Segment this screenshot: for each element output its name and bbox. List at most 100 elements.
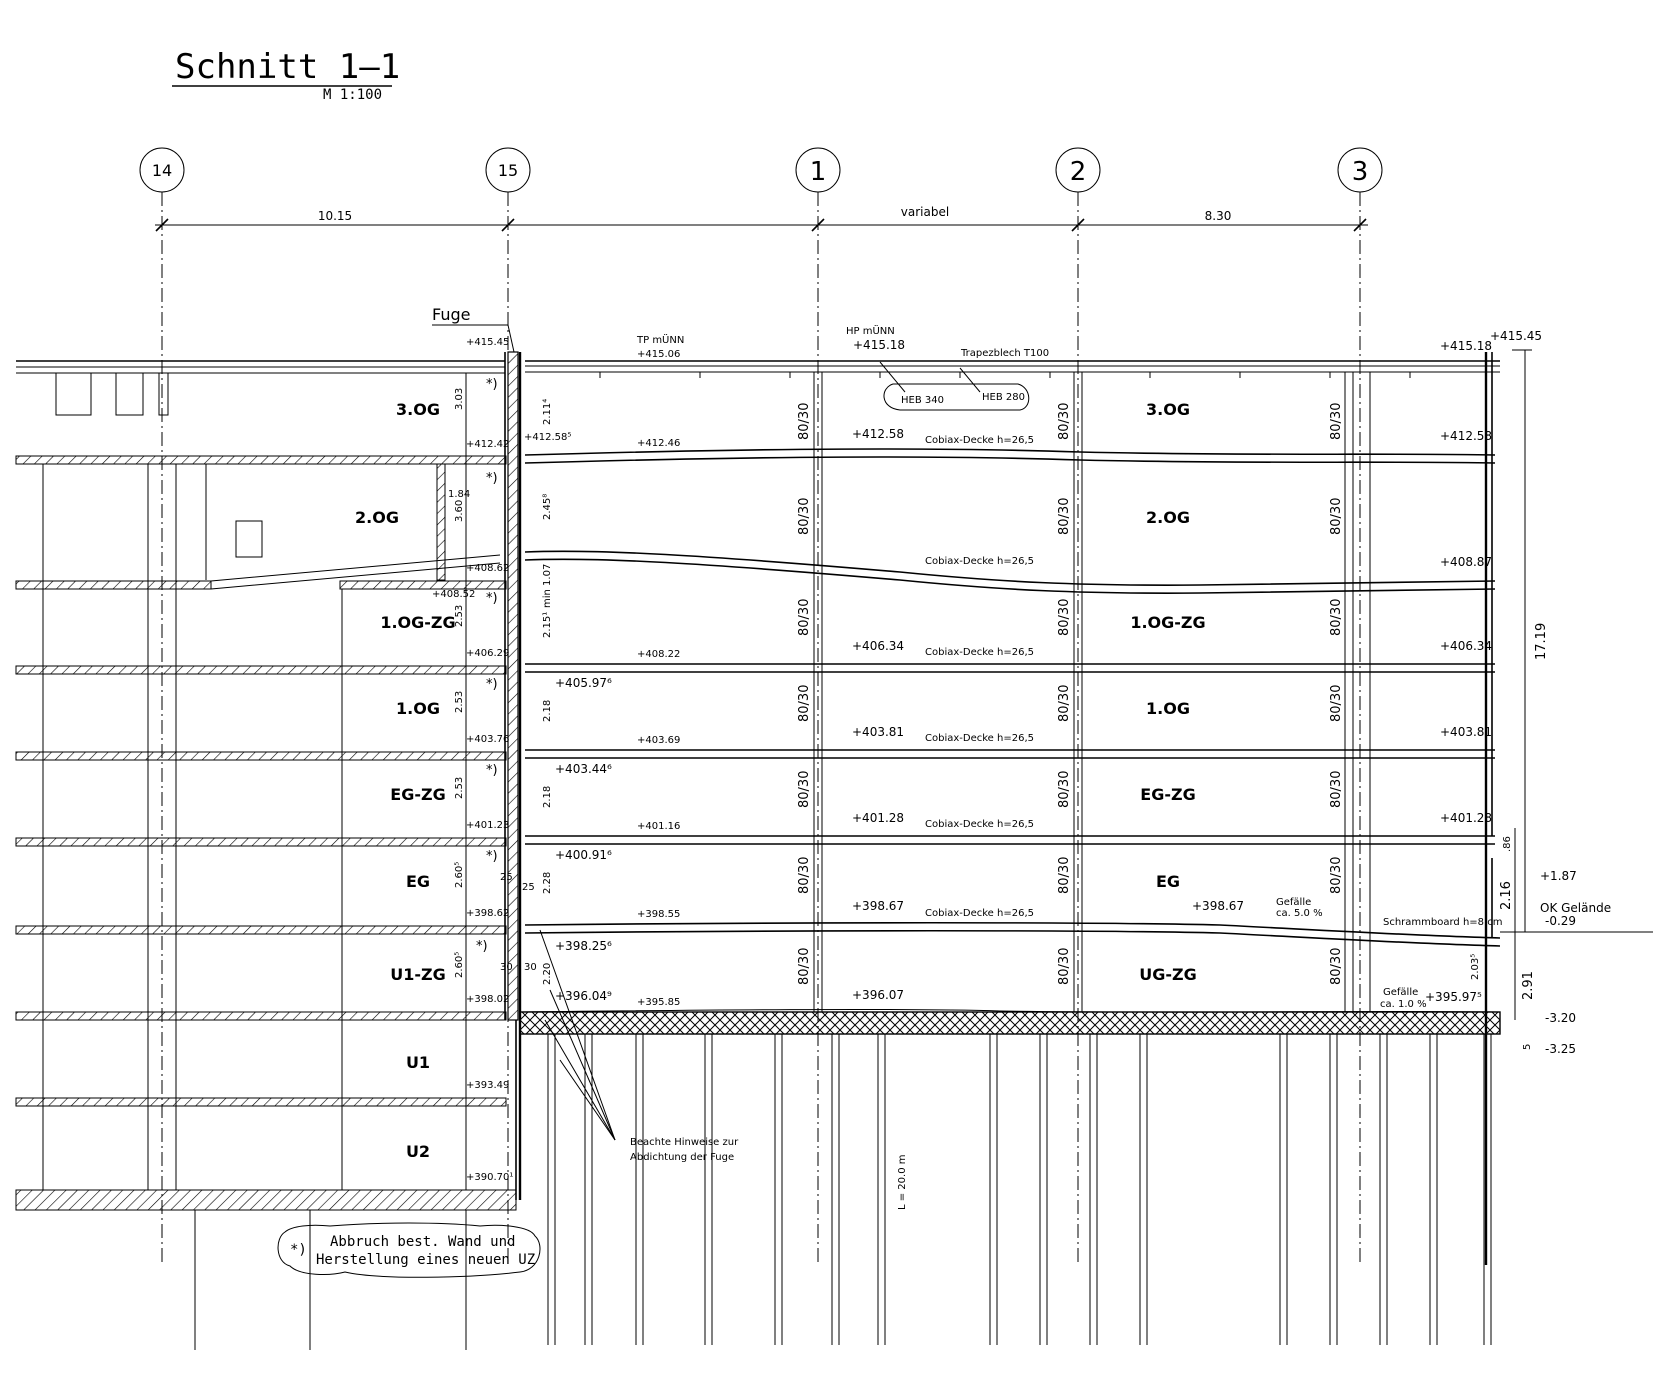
dim-15-1: variabel: [901, 205, 949, 219]
col-label: 80/30: [1057, 948, 1072, 985]
levels-stair: +405.97⁶ +403.44⁶ +400.91⁶ +398.25⁶ +396…: [524, 432, 612, 1003]
slab-label: Cobiax-Decke h=26,5: [925, 908, 1034, 919]
height-old: 2.53: [454, 691, 465, 713]
slab-labels: Cobiax-Decke h=26,5 Cobiax-Decke h=26,5 …: [925, 435, 1034, 919]
fuge-label: Fuge: [432, 305, 470, 324]
level-right: +412.58: [1440, 429, 1492, 443]
level-old: +408.62: [466, 563, 509, 574]
level-325: -3.25: [1545, 1042, 1576, 1056]
level-mid: +401.28: [852, 811, 904, 825]
drawing-title: Schnitt 1–1: [175, 47, 400, 87]
heights-new: 2.11⁴ 2.45⁸ 2.15¹ 2.18 2.18 2.28 2.20 mi…: [448, 399, 553, 985]
level-right: +415.18: [1440, 339, 1492, 353]
level-small: +398.55: [637, 909, 680, 920]
level-mid: +412.58: [852, 427, 904, 441]
level-mid: +403.81: [852, 725, 904, 739]
roof-annotations: TP mÜNN +415.06 HP mÜNN +415.18 Trapezbl…: [636, 324, 1049, 411]
level-old: +398.62: [466, 908, 509, 919]
axis-label-1: 1: [810, 157, 827, 187]
star-marker: *): [476, 939, 488, 954]
footnote: *) Abbruch best. Wand und Herstellung ei…: [277, 1222, 541, 1278]
slab-label: Cobiax-Decke h=26,5: [925, 647, 1034, 658]
slab-label: Cobiax-Decke h=26,5: [925, 435, 1034, 446]
floor-labels-old: 3.OG 2.OG 1.OG-ZG 1.OG EG-ZG EG U1-ZG U1…: [355, 400, 456, 1161]
level-187: +1.87: [1540, 869, 1577, 883]
height-new: 2.28: [542, 872, 553, 894]
axis-label-3: 3: [1352, 157, 1369, 187]
fuge-note-line2: Abdichtung der Fuge: [630, 1152, 734, 1163]
heb340-label: HEB 340: [901, 395, 944, 406]
dim-small: 25: [522, 882, 535, 893]
floor-old-2og: 2.OG: [355, 508, 399, 527]
col-label: 80/30: [1057, 857, 1072, 894]
floor-labels-new: 3.OG 2.OG 1.OG-ZG 1.OG EG-ZG EG UG-ZG: [1130, 400, 1205, 984]
level-stair: +405.97⁶: [555, 676, 612, 690]
height-old: 2.53: [454, 777, 465, 799]
dim-small: 1.84: [448, 489, 470, 500]
height-216: 2.16: [1499, 881, 1514, 910]
height-5: 5: [1522, 1044, 1533, 1050]
col-label: 80/30: [797, 685, 812, 722]
level-mid: +396.07: [852, 988, 904, 1002]
level-old: +390.70¹: [466, 1172, 513, 1183]
height-new: 2.18: [542, 700, 553, 722]
level-small: +395.85: [637, 997, 680, 1008]
col-label: 80/30: [797, 498, 812, 535]
level-small: +403.69: [637, 735, 680, 746]
col-label: 80/30: [1057, 685, 1072, 722]
col-label: 80/30: [797, 771, 812, 808]
level-stair: +398.25⁶: [555, 939, 612, 953]
level-stair: +400.91⁶: [555, 848, 612, 862]
level-old: +401.23: [466, 820, 509, 831]
floor-new-eg: EG: [1156, 872, 1180, 891]
height-86: .86: [1502, 836, 1513, 852]
level-029: -0.29: [1545, 914, 1576, 928]
footnote-star: *): [290, 1242, 307, 1258]
col-label: 80/30: [1057, 498, 1072, 535]
slab-label: Cobiax-Decke h=26,5: [925, 819, 1034, 830]
height-new: 2.15¹: [542, 612, 553, 638]
floor-new-3og: 3.OG: [1146, 400, 1190, 419]
floor-new-2og: 2.OG: [1146, 508, 1190, 527]
floor-old-eg: EG: [406, 872, 430, 891]
level-right: +401.28: [1440, 811, 1492, 825]
hp-value: +415.18: [853, 338, 905, 352]
dim-small: 25: [500, 872, 513, 883]
level-old: +408.52: [432, 589, 475, 600]
star-marker: *): [486, 471, 498, 486]
gefaelle-value: ca. 1.0 %: [1380, 999, 1427, 1010]
level-old: +403.76: [466, 734, 509, 745]
level-old: +393.49: [466, 1080, 509, 1091]
star-marker: *): [486, 849, 498, 864]
level-right: +403.81: [1440, 725, 1492, 739]
top-dimension-chain: 10.15 variabel 8.30: [155, 205, 1368, 232]
level-small: +412.46: [637, 438, 680, 449]
axis-label-14: 14: [152, 161, 172, 180]
tp-label: TP mÜNN: [636, 333, 684, 346]
floor-old-u2: U2: [406, 1142, 430, 1161]
height-min: min 1.07: [542, 564, 553, 608]
heights-old: 3.03 3.60 2.53 2.53 2.53 2.60⁵ 2.60⁵: [454, 388, 465, 978]
ok-gelaende-label: OK Gelände: [1540, 901, 1611, 915]
schramm-label: Schrammboard h=8 cm: [1383, 917, 1502, 928]
col-label: 80/30: [1057, 403, 1072, 440]
level-right: +406.34: [1440, 639, 1492, 653]
col-label: 80/30: [1057, 771, 1072, 808]
height-291: 2.91: [1521, 971, 1536, 1000]
fuge-note-line1: Beachte Hinweise zur: [630, 1137, 739, 1148]
floor-old-egzg: EG-ZG: [390, 785, 445, 804]
dim-2-3: 8.30: [1205, 209, 1232, 223]
drawing-scale: M 1:100: [323, 87, 382, 103]
trapez-label: Trapezblech T100: [960, 348, 1049, 359]
height-new: 2.20: [542, 963, 553, 985]
dim-small: 30: [500, 962, 513, 973]
floor-new-ugzg: UG-ZG: [1139, 965, 1197, 984]
col-label: 80/30: [1329, 599, 1344, 636]
floor-old-1og: 1.OG: [396, 699, 440, 718]
col-label: 80/30: [1329, 948, 1344, 985]
col-label: 80/30: [1057, 599, 1072, 636]
col-label: 80/30: [1329, 685, 1344, 722]
level-small: +408.22: [637, 649, 680, 660]
footnote-line2: Herstellung eines neuen UZ: [316, 1252, 535, 1268]
